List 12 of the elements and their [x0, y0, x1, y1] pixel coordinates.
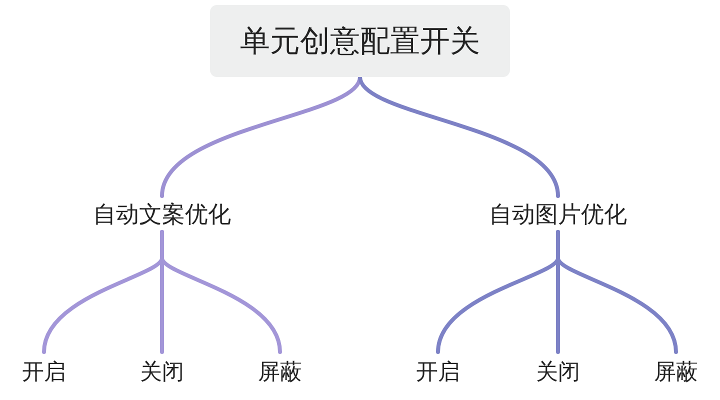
branch-line [358, 75, 560, 198]
root-box: 单元创意配置开关 [210, 5, 510, 77]
leaf-label: 屏蔽 [650, 352, 702, 392]
leaf-label: 开启 [18, 352, 70, 392]
branch-label: 自动图片优化 [484, 196, 632, 232]
leaf-label: 关闭 [136, 352, 188, 392]
branch-line [556, 230, 678, 354]
branch-line [160, 230, 282, 354]
leaf-label: 开启 [412, 352, 464, 392]
branch-label: 自动文案优化 [88, 196, 236, 232]
leaf-label: 关闭 [532, 352, 584, 392]
leaf-label: 屏蔽 [254, 352, 306, 392]
